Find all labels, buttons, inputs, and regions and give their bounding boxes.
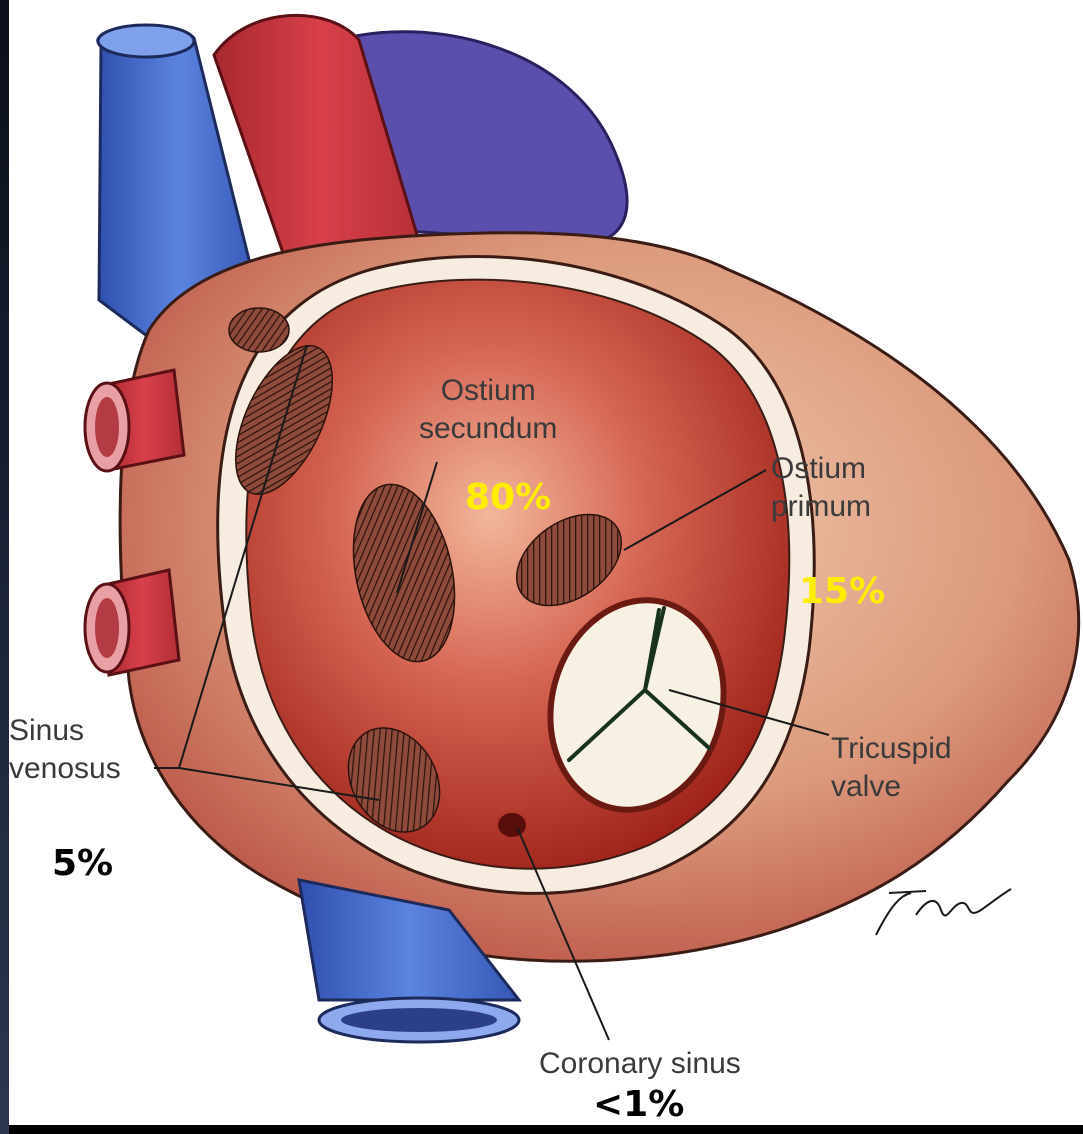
coronary-sinus-ostium [498, 813, 526, 837]
sinus-venosus-label: Sinus venosus [9, 712, 121, 788]
artist-signature [871, 885, 1016, 940]
ostium-secundum-label-line2: secundum [419, 410, 557, 448]
sinus-venosus-label-line1: Sinus [9, 712, 121, 750]
superior-vena-cava-opening [98, 25, 194, 57]
left-border-strip [0, 0, 9, 1134]
heart-illustration [9, 0, 1083, 1125]
upper-left-hatch [229, 308, 289, 352]
sinus-venosus-percent: 5% [52, 844, 113, 884]
coronary-sinus-percent: <1% [593, 1085, 684, 1125]
ostium-primum-percent: 15% [799, 572, 885, 612]
ostium-secundum-label: Ostium secundum [419, 372, 557, 448]
ostium-secundum-percent: 80% [465, 478, 551, 518]
diagram-slide: Ostium secundum Ostium primum Sinus veno… [9, 0, 1083, 1125]
tricuspid-valve-label-line1: Tricuspid [831, 730, 952, 768]
ostium-primum-label-line1: Ostium [771, 450, 871, 488]
sinus-venosus-label-line2: venosus [9, 750, 121, 788]
tricuspid-valve-label-line2: valve [831, 768, 952, 806]
ostium-primum-label: Ostium primum [771, 450, 871, 526]
ostium-primum-label-line2: primum [771, 488, 871, 526]
coronary-sinus-label: Coronary sinus [539, 1045, 741, 1083]
tricuspid-valve-label: Tricuspid valve [831, 730, 952, 806]
ostium-secundum-label-line1: Ostium [419, 372, 557, 410]
